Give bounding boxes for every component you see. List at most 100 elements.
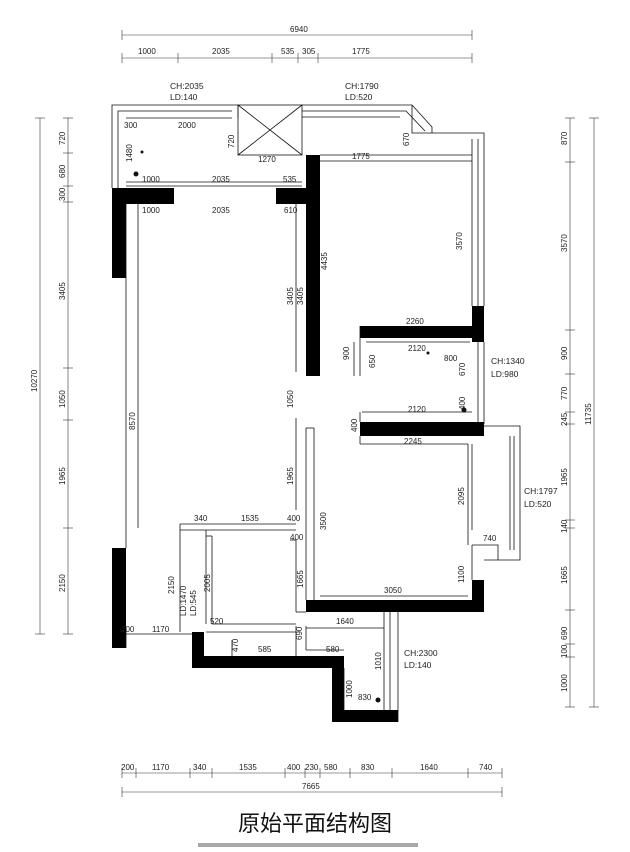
dim-bottom-7: 580 xyxy=(324,763,338,772)
dim-balcony-1000: 1000 xyxy=(142,175,160,184)
dim-bottom-6: 230 xyxy=(305,763,319,772)
dim-kitchen-580: 580 xyxy=(326,645,340,654)
pipe-icon-hall xyxy=(426,351,430,355)
dim-room2-2095: 2095 xyxy=(457,487,466,505)
dim-balcony-720: 720 xyxy=(227,134,236,148)
dim-bottom-4: 1535 xyxy=(239,763,257,772)
note-window-5-ch: CH:2300 xyxy=(404,648,438,658)
drain-icon-kitchen xyxy=(375,697,381,703)
hall-dimensions: 2260 900 650 2120 800 670 400 2120 400 xyxy=(342,317,467,432)
dim-hall-2120b: 2120 xyxy=(408,405,426,414)
dim-right-5: 245 xyxy=(560,412,569,426)
dim-balcony-2035: 2035 xyxy=(212,175,230,184)
dim-kitchen-200: 200 xyxy=(121,625,135,634)
dim-hall-2260: 2260 xyxy=(406,317,424,326)
dim-top-2: 2035 xyxy=(212,47,230,56)
living-dimensions: 1000 2035 610 8570 3405 1050 1965 4435 3… xyxy=(128,206,329,485)
drain-icon-hall xyxy=(461,407,467,413)
dim-kitchen-400a: 400 xyxy=(287,514,301,523)
dim-kitchen-2150: 2150 xyxy=(167,576,176,594)
dim-right-7: 140 xyxy=(560,519,569,533)
dim-top-1: 1000 xyxy=(138,47,156,56)
dim-balcony-2000: 2000 xyxy=(178,121,196,130)
dim-left-5: 1050 xyxy=(58,390,67,408)
dim-bottom-overall: 7665 xyxy=(302,782,320,791)
partition-lines xyxy=(111,104,521,722)
dim-room2-2245: 2245 xyxy=(404,437,422,446)
note-window-3-ld: LD:980 xyxy=(491,369,519,379)
dim-bottom-9: 1640 xyxy=(420,763,438,772)
note-window-4-ld: LD:520 xyxy=(524,499,552,509)
note-window-1-ld: LD:140 xyxy=(170,92,198,102)
dim-left-2: 680 xyxy=(58,164,67,178)
top-dimension-chain: 6940 1000 2035 535 305 1775 xyxy=(121,25,473,63)
dim-top-overall: 6940 xyxy=(290,25,308,34)
dim-right-2: 3570 xyxy=(560,234,569,252)
dim-hall-650: 650 xyxy=(368,354,377,368)
dim-right-6: 1965 xyxy=(560,468,569,486)
dim-right-overall: 11735 xyxy=(584,403,593,425)
dim-room2-1100: 1100 xyxy=(457,565,466,583)
dim-left-7: 2150 xyxy=(58,574,67,592)
dim-kitchen-690: 690 xyxy=(295,626,304,640)
dim-living-1000: 1000 xyxy=(142,206,160,215)
note-window-2-ld: LD:520 xyxy=(345,92,373,102)
dim-room1-670: 670 xyxy=(402,132,411,146)
dim-living-3405b: 3405 xyxy=(296,287,305,305)
dim-top-3: 535 xyxy=(281,47,295,56)
dim-hall-400a: 400 xyxy=(458,396,467,410)
note-window-4-ch: CH:1797 xyxy=(524,486,558,496)
dim-hall-670: 670 xyxy=(458,362,467,376)
drain-icon xyxy=(133,171,139,177)
dim-balcony-1480: 1480 xyxy=(125,144,134,162)
dim-right-9: 690 xyxy=(560,626,569,640)
window-notes: CH:2035 LD:140 CH:1790 LD:520 CH:1340 LD… xyxy=(170,81,558,670)
dim-right-4: 770 xyxy=(560,386,569,400)
dim-right-1: 870 xyxy=(560,131,569,145)
kitchen-dimensions: 340 1535 400 400 2150 2005 1665 520 470 … xyxy=(121,514,383,702)
dim-room2-3500: 3500 xyxy=(319,512,328,530)
dim-kitchen-1535: 1535 xyxy=(241,514,259,523)
dim-kitchen-830: 830 xyxy=(358,693,372,702)
dim-hall-2120a: 2120 xyxy=(408,344,426,353)
dim-kitchen-470: 470 xyxy=(231,638,240,652)
dim-kitchen-2005: 2005 xyxy=(203,574,212,592)
dim-bottom-10: 740 xyxy=(479,763,493,772)
dim-bottom-2: 1170 xyxy=(152,763,170,772)
dim-living-1050: 1050 xyxy=(286,390,295,408)
bedroom1-dimensions: 1775 3570 670 xyxy=(352,132,464,250)
left-dimension-chain: 10270 720 680 300 3405 1050 1965 2150 xyxy=(30,117,73,635)
dim-living-8570: 8570 xyxy=(128,412,137,430)
dim-left-overall: 10270 xyxy=(30,369,39,392)
dim-kitchen-520: 520 xyxy=(210,617,224,626)
dim-kitchen-1010: 1010 xyxy=(374,652,383,670)
dim-living-4435: 4435 xyxy=(320,252,329,270)
dim-hall-400b: 400 xyxy=(350,418,359,432)
dim-room2-740: 740 xyxy=(483,534,497,543)
right-dimension-chain: 870 3570 900 770 245 1965 140 1665 690 1… xyxy=(560,117,599,708)
dim-kitchen-1000: 1000 xyxy=(345,680,354,698)
bottom-dimension-chain: 200 1170 340 1535 400 230 580 830 1640 7… xyxy=(121,763,503,797)
dim-right-8: 1665 xyxy=(560,566,569,584)
pipe-icon xyxy=(140,150,144,154)
dim-living-3405: 3405 xyxy=(286,287,295,305)
dim-room1-1775: 1775 xyxy=(352,152,370,161)
label-ld-1470: LD:1470 xyxy=(179,585,188,616)
note-window-1-ch: CH:2035 xyxy=(170,81,204,91)
dim-room1-3570: 3570 xyxy=(455,232,464,250)
dim-kitchen-1170: 1170 xyxy=(152,625,170,634)
dim-kitchen-1665: 1665 xyxy=(296,570,305,588)
dim-left-3: 300 xyxy=(58,187,67,201)
dim-living-1965: 1965 xyxy=(286,467,295,485)
note-window-2-ch: CH:1790 xyxy=(345,81,379,91)
note-window-5-ld: LD:140 xyxy=(404,660,432,670)
dim-hall-800: 800 xyxy=(444,354,458,363)
title-underline xyxy=(198,843,418,847)
dim-right-10: 100 xyxy=(560,644,569,658)
dim-balcony-535: 535 xyxy=(283,175,297,184)
dim-hall-900: 900 xyxy=(342,346,351,360)
dim-top-5: 1775 xyxy=(352,47,370,56)
dim-left-4: 3405 xyxy=(58,282,67,300)
dim-left-6: 1965 xyxy=(58,467,67,485)
dim-kitchen-400b: 400 xyxy=(290,533,304,542)
